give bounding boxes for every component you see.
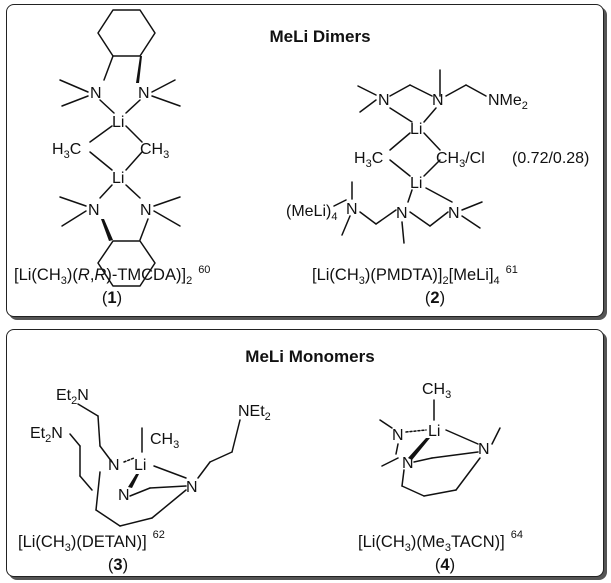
compound-1-structure: N N Li H3C CH3 Li N N <box>52 9 181 287</box>
svg-text:N: N <box>402 455 414 472</box>
dimers-panel <box>6 4 604 317</box>
compound-4-structure: CH3 Li N N N <box>379 381 501 497</box>
compound-1-formula: [Li(CH3)(R,R)-TMCDA)]260 <box>14 264 210 287</box>
compound-4-number: (4) <box>435 556 455 574</box>
compound-2-number: (2) <box>425 289 445 307</box>
svg-text:N: N <box>478 441 490 458</box>
svg-text:Li: Li <box>410 175 422 192</box>
svg-text:N: N <box>432 92 444 109</box>
svg-text:N: N <box>90 85 102 102</box>
svg-text:CH3/Cl: CH3/Cl <box>436 150 485 170</box>
svg-text:N: N <box>396 205 408 222</box>
monomers-title: MeLi Monomers <box>245 347 374 366</box>
svg-text:N: N <box>88 202 100 219</box>
compound-2-structure: N N NMe2 Li H3C CH3/Cl (0.72/0.28) Li (M… <box>286 69 589 244</box>
svg-text:N: N <box>140 202 152 219</box>
compound-3-structure: Et2N Et2N N Li CH3 N N NEt2 <box>30 387 271 527</box>
compound-1-ref: 60 <box>198 264 210 276</box>
svg-text:H3C: H3C <box>52 141 81 161</box>
svg-text:CH3: CH3 <box>140 141 169 161</box>
svg-text:(MeLi)4: (MeLi)4 <box>286 203 337 223</box>
compound-3-number: (3) <box>108 556 128 574</box>
compound-2-ref: 61 <box>506 264 518 276</box>
svg-text:N: N <box>392 427 404 444</box>
compound-3-formula: [Li(CH3)(DETAN)]62 <box>18 529 165 554</box>
compound-4-ref: 64 <box>511 529 523 541</box>
svg-text:H3C: H3C <box>354 150 383 170</box>
dimers-title: MeLi Dimers <box>269 27 370 46</box>
svg-text:Li: Li <box>112 114 124 131</box>
svg-text:Et2N: Et2N <box>56 387 89 407</box>
svg-text:NEt2: NEt2 <box>238 403 271 423</box>
compound-3-ref: 62 <box>153 529 165 541</box>
svg-text:Et2N: Et2N <box>30 425 63 445</box>
svg-text:CH3: CH3 <box>422 381 451 401</box>
svg-text:N: N <box>118 487 130 504</box>
svg-text:Li: Li <box>112 170 124 187</box>
svg-text:Li: Li <box>410 121 422 138</box>
svg-text:Li: Li <box>134 457 146 474</box>
svg-text:N: N <box>378 92 390 109</box>
compound-2-formula: [Li(CH3)(PMDTA)]2[MeLi]461 <box>312 264 518 287</box>
compound-1-number: (1) <box>102 289 122 307</box>
svg-text:N: N <box>186 479 198 496</box>
svg-text:NMe2: NMe2 <box>488 92 528 112</box>
svg-text:N: N <box>448 205 460 222</box>
svg-text:N: N <box>108 457 120 474</box>
svg-text:N: N <box>138 85 150 102</box>
compound-4-formula: [Li(CH3)(Me3TACN)]64 <box>358 529 523 554</box>
compound-2-ratio: (0.72/0.28) <box>512 150 589 167</box>
svg-text:N: N <box>346 201 358 218</box>
svg-text:CH3: CH3 <box>150 431 179 451</box>
svg-text:Li: Li <box>428 423 440 440</box>
